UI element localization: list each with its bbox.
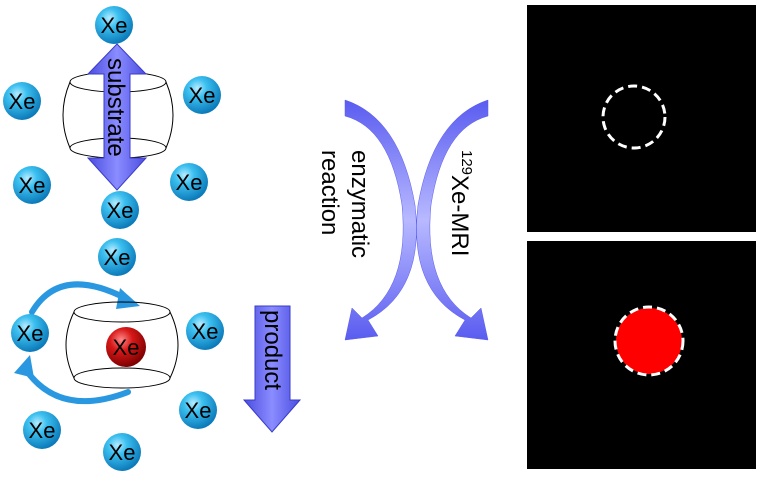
xenon-atom: Xe xyxy=(13,166,51,204)
mri-label-text: Xe-MRI xyxy=(446,175,473,256)
xenon-atom: Xe xyxy=(23,411,61,449)
xenon-atom: Xe xyxy=(98,238,136,276)
mri-panel-before xyxy=(527,5,756,232)
xenon-atom: Xe xyxy=(170,163,208,201)
xenon-atom-label: Xe xyxy=(104,245,131,270)
cage-bottom-rim xyxy=(73,367,171,389)
xenon-atom-label: Xe xyxy=(185,398,212,423)
xenon-atom-label: Xe xyxy=(189,83,216,108)
xenon-atom: Xe xyxy=(183,76,221,114)
xe-mri-arrow xyxy=(416,99,489,341)
enzymatic-reaction-label: enzymatic reaction xyxy=(316,150,373,258)
svg-text:129Xe-MRI: 129Xe-MRI xyxy=(446,150,475,256)
substrate-label: substrate xyxy=(102,58,129,157)
cage-body xyxy=(62,81,174,149)
xenon-atom-label: Xe xyxy=(176,170,203,195)
exchange-arrow-lower xyxy=(14,355,131,405)
enzymatic-reaction-arrow xyxy=(344,99,417,341)
mri-signal-spot xyxy=(616,308,682,374)
xenon-atom: Xe xyxy=(179,391,217,429)
cage-body xyxy=(65,311,179,379)
xenon-atom-label: Xe xyxy=(192,319,219,344)
mri-panel-after xyxy=(527,241,756,469)
xenon-atom-label: Xe xyxy=(109,440,136,465)
xe-mri-label: 129Xe-MRI xyxy=(446,150,475,256)
xenon-atom-label: Xe xyxy=(101,13,128,38)
enzymatic-label-line2: reaction xyxy=(316,150,343,235)
xenon-atom-label: Xe xyxy=(107,198,134,223)
substrate-arrow: substrate xyxy=(86,43,148,191)
xenon-atom: Xe xyxy=(103,433,141,471)
xenon-atom: Xe xyxy=(3,82,41,120)
mri-isotope-superscript: 129 xyxy=(458,150,475,175)
mri-empty-outline xyxy=(601,84,667,150)
crossing-arrows: enzymatic reaction 129Xe-MRI xyxy=(316,99,489,341)
bound-xenon-atom: Xe xyxy=(106,327,146,367)
product-label: product xyxy=(259,310,286,390)
xenon-atom-label: Xe xyxy=(17,321,44,346)
xenon-atom: Xe xyxy=(11,314,49,352)
xenon-atom-label: Xe xyxy=(113,335,140,360)
enzymatic-label-line1: enzymatic xyxy=(346,150,373,258)
xenon-atom-label: Xe xyxy=(19,173,46,198)
product-arrow: product xyxy=(242,305,302,433)
xenon-atom: Xe xyxy=(186,312,224,350)
mri-signal-outline xyxy=(613,305,685,377)
exchange-arrow-upper xyxy=(29,281,140,315)
cage-with-bound-xenon xyxy=(65,301,179,389)
xenon-atom: Xe xyxy=(95,6,133,44)
xenon-atom-label: Xe xyxy=(29,418,56,443)
xenon-atom-label: Xe xyxy=(9,89,36,114)
xenon-atom: Xe xyxy=(101,191,139,229)
